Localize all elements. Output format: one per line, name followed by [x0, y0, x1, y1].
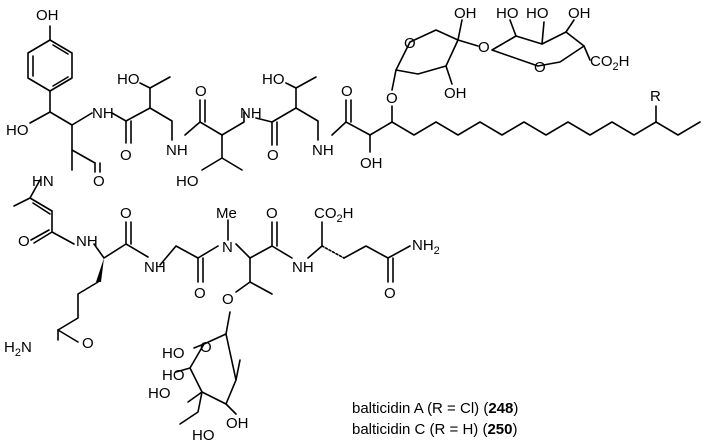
compound-rdef-1: (R = Cl): [427, 400, 480, 417]
fatty-acid-chain: [369, 105, 701, 153]
uronic-oh-2: HO: [526, 5, 549, 22]
compound-caption-1: balticidin A (R = Cl) (248): [352, 400, 519, 417]
amide-nh-3: NH: [240, 105, 262, 122]
dehydrobutyrine: [13, 179, 75, 245]
uronic-oh-1: HO: [496, 5, 519, 22]
compound-name-2: balticidin C: [352, 421, 426, 438]
interglycosidic-o: O: [478, 39, 490, 56]
amide-nh2-label-1: H2N: [4, 339, 32, 359]
glutamine-1: [57, 221, 149, 343]
glycine: [159, 245, 219, 283]
pentose-ring: [391, 19, 479, 91]
amide-nh-2: NH: [166, 142, 188, 159]
amide-nh-7: NH: [292, 259, 314, 276]
carbonyl-o-10: O: [266, 205, 278, 222]
uronic-ring-o: O: [534, 59, 546, 76]
carbonyl-o-1: O: [120, 147, 132, 164]
threonine-1: [139, 76, 223, 141]
amide-nh2-label-2: NH2: [412, 237, 440, 257]
mannose-oh-2: HO: [148, 385, 171, 402]
phenol-oh-label: OH: [36, 7, 59, 24]
carbonyl-o-11: O: [384, 285, 396, 302]
amide-nh-5: NH: [76, 233, 98, 250]
r-group-label: R: [650, 88, 661, 105]
compound-number-2: 250: [487, 421, 513, 438]
uronic-acid-ring: [491, 19, 591, 67]
compound-rdef-2: (R = H): [429, 421, 479, 438]
n-methyl-label: Me: [216, 205, 237, 222]
carboxyl-label-1: CO2H: [590, 53, 629, 73]
mannose-oh-5: HO: [192, 427, 215, 443]
n-methyl-threonine: [227, 219, 293, 295]
mannoside-o-label: O: [222, 291, 234, 308]
thr2-oh-label: HO: [176, 173, 199, 190]
threonine-3: [285, 76, 371, 141]
carbonyl-o-7: O: [120, 205, 132, 222]
thr3-oh-label: HO: [262, 71, 285, 88]
amide-nh-6: NH: [144, 259, 166, 276]
uronic-oh-3: OH: [568, 5, 591, 22]
carbonyl-o-9: O: [194, 285, 206, 302]
compound-number-1: 248: [488, 400, 514, 417]
n-methyl-n: N: [222, 239, 233, 256]
beta-hydroxy-label: HO: [6, 122, 29, 139]
carbonyl-o-5: O: [341, 83, 353, 100]
carbonyl-o-8: O: [82, 335, 94, 352]
threonine-2: [201, 107, 297, 171]
pentose-oh-2: OH: [444, 85, 467, 102]
phenol-ring: [27, 25, 73, 113]
mannose-oh-1: HO: [162, 345, 185, 362]
fatty-acid-oh-label: OH: [360, 155, 383, 172]
pentose-ring-o: O: [404, 35, 416, 52]
carbonyl-o-6: O: [18, 233, 30, 250]
carbonyl-o-4: O: [267, 147, 279, 164]
carbonyl-o-3: O: [195, 83, 207, 100]
amide-nh-1: NH: [92, 105, 114, 122]
tyrosine-backbone: [29, 107, 151, 173]
thr1-oh-label: HO: [117, 71, 140, 88]
compound-name-1: balticidin A: [352, 400, 423, 417]
carboxyl-label-2: CO2H: [314, 205, 353, 225]
glutamine-2: [307, 221, 411, 283]
mannose-ring: [175, 311, 241, 425]
mannose-oh-3: HO: [162, 367, 185, 384]
pentose-oh-1: OH: [454, 5, 477, 22]
amide-hn-1: HN: [32, 173, 54, 190]
carbonyl-o-2: O: [93, 173, 105, 190]
mannose-ring-o: O: [200, 339, 212, 356]
glycoside-o-label: O: [386, 90, 398, 107]
compound-caption-2: balticidin C (R = H) (250): [352, 421, 518, 438]
amide-nh-4: NH: [312, 142, 334, 159]
mannose-oh-4: OH: [226, 415, 249, 432]
